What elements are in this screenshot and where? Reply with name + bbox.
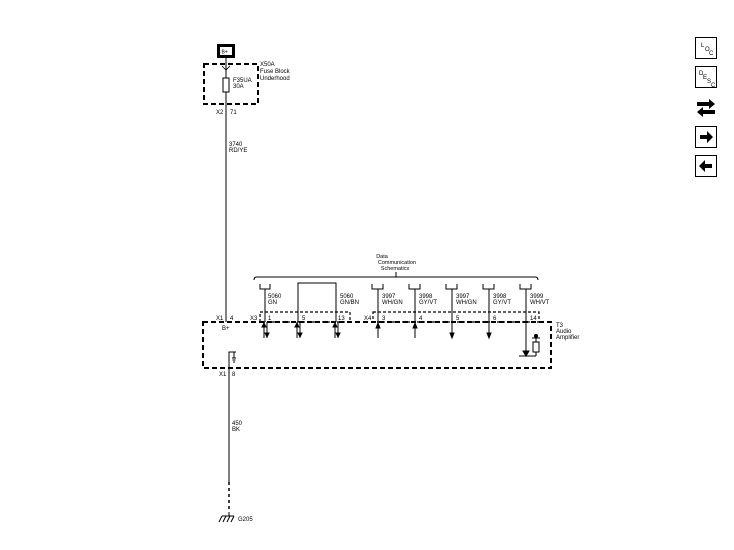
audio-amplifier: T3 Audio Amplifier X1 4 B+ X3 1 5 13 X4 … [202, 311, 579, 378]
amp-x3-pin-5: 5 [302, 316, 306, 322]
fuse-connector: X2 [216, 110, 224, 116]
bus-wire-6-circuit: 3998 [493, 294, 507, 300]
data-comm-bracket: Data Communication Schematics [253, 254, 539, 281]
data-comm-line-2: Communication [378, 260, 416, 266]
arrow-right-icon [700, 131, 713, 143]
amp-ground-pin: 8 [232, 372, 236, 378]
power-source: B+ [217, 44, 235, 66]
bus-wire-6-color: GY/VT [493, 300, 511, 306]
amp-output-load [519, 322, 540, 357]
connector-view-icon [697, 99, 715, 117]
location-button[interactable]: L O C [695, 37, 717, 59]
svg-text:C: C [711, 83, 716, 89]
description-icon: D E S C [699, 71, 716, 89]
previous-button[interactable] [695, 155, 717, 177]
signal-arrows [261, 321, 492, 340]
bus-wire-4-color: GY/VT [419, 300, 437, 306]
amp-x3-pin-1: 1 [268, 316, 272, 322]
fuse-pin: 71 [230, 110, 237, 116]
data-comm-line-1: Data [376, 254, 389, 260]
amp-bplus-label: B+ [222, 326, 230, 332]
bus-wire-1-color: GN [268, 300, 277, 306]
bus-wire-5-circuit: 3997 [456, 294, 470, 300]
power-label: B+ [222, 50, 228, 56]
fuse-block-name-2: Underhood [260, 76, 290, 82]
location-icon: L O C [701, 43, 714, 57]
svg-text:D: D [699, 71, 704, 77]
connector-view-button[interactable] [695, 96, 717, 118]
bus-wires: 5060 GN 5060 GN/BN 3997 WH/GN 3998 GY/VT… [264, 282, 550, 322]
power-wire: 3740 RD/YE [225, 104, 247, 322]
fuse-block-name-1: Fuse Block [260, 69, 291, 75]
amp-x1-connector: X1 [216, 316, 224, 322]
amp-bplus-pin: 4 [230, 316, 234, 322]
fuse-id: F35UA [233, 78, 252, 84]
ground-wire-circuit: 450 [232, 421, 243, 427]
amp-x4-pin-6: 6 [493, 316, 497, 322]
data-comm-line-3: Schematics [381, 266, 410, 272]
fuse-rating: 30A [233, 84, 244, 90]
svg-text:E: E [703, 75, 707, 81]
amp-x3-pin-13: 13 [338, 316, 345, 322]
bus-wire-3-color: WH/GN [382, 300, 403, 306]
bus-wire-3-circuit: 3997 [382, 294, 396, 300]
amp-x3-connector: X3 [250, 316, 258, 322]
svg-text:O: O [705, 47, 710, 53]
svg-text:C: C [709, 51, 714, 57]
svg-text:S: S [707, 79, 711, 85]
ground-wire-color: BK [232, 427, 240, 433]
amplifier-id: T3 [556, 323, 564, 329]
amp-x4-pin-5: 5 [456, 316, 460, 322]
ground-id: G205 [238, 517, 253, 523]
amp-x4-pin-4: 4 [419, 316, 423, 322]
bus-wire-5-color: WH/GN [456, 300, 477, 306]
amp-x4-connector: X4 [364, 316, 372, 322]
bus-wire-1-circuit: 5060 [268, 294, 282, 300]
bus-wire-7-circuit: 3999 [530, 294, 544, 300]
svg-text:L: L [701, 43, 705, 49]
amp-x4-pin-3: 3 [382, 316, 386, 322]
description-button[interactable]: D E S C [695, 66, 717, 89]
bus-wire-4-circuit: 3998 [419, 294, 433, 300]
amplifier-name-1: Audio [556, 329, 572, 335]
power-wire-circuit: 3740 [229, 142, 243, 148]
bus-connectors [259, 284, 532, 290]
amp-x4-pin-14: 14 [530, 316, 537, 322]
power-wire-color: RD/YE [229, 148, 247, 154]
fuse-block-id: X50A [260, 62, 275, 68]
ground-wire: 450 BK [228, 368, 243, 512]
fuse-block: X50A Fuse Block Underhood F35UA 30A X2 7… [203, 62, 291, 116]
amp-ground-connector: X1 [219, 372, 227, 378]
next-button[interactable] [695, 126, 717, 148]
chassis-ground [218, 512, 235, 523]
fuse-symbol [222, 77, 230, 93]
bus-wire-2-color: GN/BN [340, 300, 359, 306]
amplifier-name-2: Amplifier [556, 335, 579, 341]
bus-wire-2-circuit: 5060 [340, 294, 354, 300]
bus-wire-7-color: WH/VT [530, 300, 550, 306]
arrow-left-icon [699, 160, 712, 172]
amp-internal-ground [228, 351, 236, 368]
